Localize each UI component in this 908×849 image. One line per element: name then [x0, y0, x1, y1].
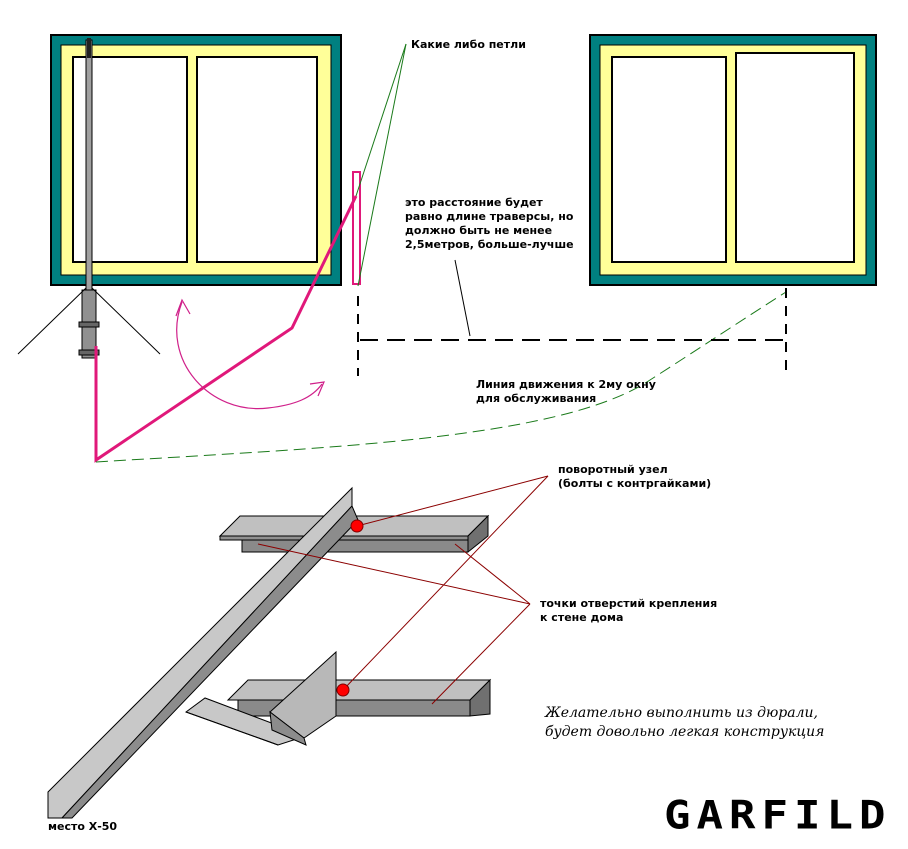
mounting-points-label: точки отверстий крепления к стене дома: [540, 597, 718, 624]
garfild-logo: GARFILD: [664, 792, 892, 839]
movement-line-label: Линия движения к 2му окну для обслуживан…: [476, 378, 656, 405]
bracket-leader-lines: [257, 475, 549, 705]
movement-path: [95, 291, 787, 463]
traverse-arm: [94, 195, 358, 463]
hinges-label: Какие либо петли: [411, 38, 526, 51]
hinge-bar: [352, 171, 361, 285]
pivot-bolt-upper: [350, 519, 364, 533]
bracket-assembly: [47, 486, 492, 819]
pivot-bolt-lower: [336, 683, 350, 697]
material-note: Желательно выполнить из дюрали, будет до…: [545, 705, 825, 740]
pivot-unit-label: поворотный узел (болты с контргайками): [558, 463, 712, 490]
distance-leader: [454, 259, 471, 337]
x50-place-label: место Х-50: [48, 820, 118, 833]
distance-note: это расстояние будет равно длине траверс…: [405, 196, 574, 251]
distance-dimension: [357, 288, 787, 376]
hinge-leader-lines: [355, 43, 407, 287]
antenna-mast: [17, 38, 161, 359]
right-window: [589, 34, 877, 286]
curved-arrow-icon: [175, 298, 325, 410]
left-window: [50, 34, 342, 286]
